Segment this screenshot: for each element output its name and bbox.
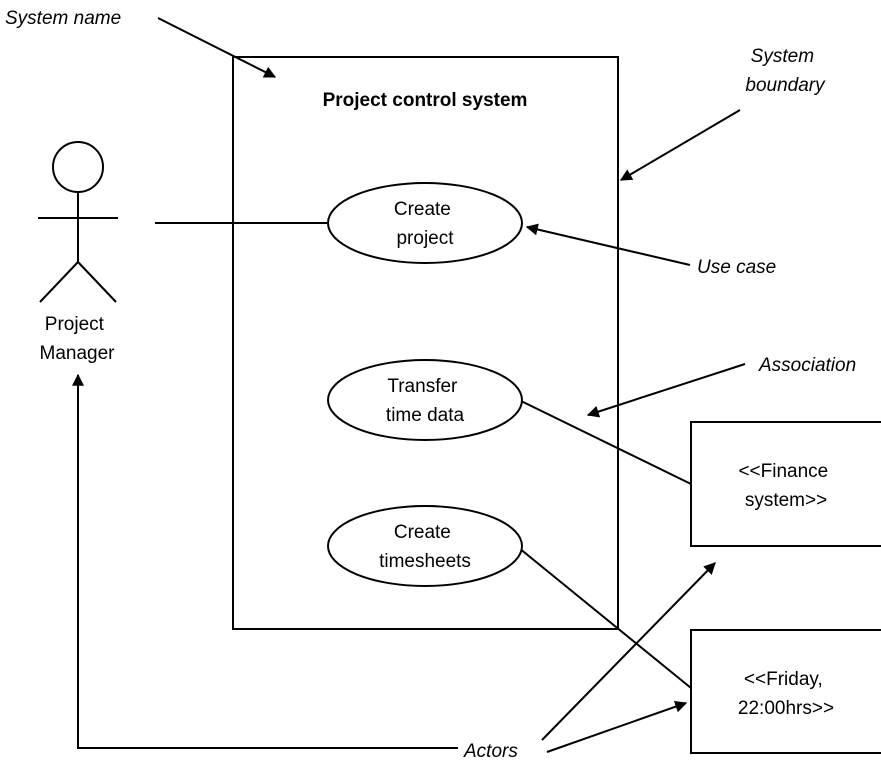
association-timesheets-friday [518, 547, 692, 689]
annotation-system-boundary: System boundary [745, 46, 826, 96]
annotation-actors: Actors [463, 741, 518, 762]
arrow-use-case [525, 223, 691, 266]
arrow-system-boundary [619, 109, 741, 181]
friday-actor-box [690, 629, 881, 754]
arrow-actors-to-manager [72, 373, 458, 749]
project-manager-actor [38, 141, 118, 303]
association-transfer-finance [518, 399, 692, 485]
use-case-transfer-time-data [327, 359, 523, 441]
project-manager-label: Project Manager [40, 314, 116, 364]
use-case-create-project [327, 182, 523, 264]
annotation-association: Association [758, 355, 856, 376]
finance-system-label: <<Finance system>> [738, 461, 833, 511]
actor-head [52, 141, 104, 193]
arrow-actors-to-friday [546, 700, 688, 753]
system-boundary [232, 56, 619, 630]
annotation-use-case: Use case [697, 257, 776, 278]
use-case-create-project-label: Create project [394, 199, 456, 249]
annotation-system-name: System name [5, 8, 121, 29]
friday-label: <<Friday, 22:00hrs>> [738, 669, 834, 719]
arrow-association [586, 363, 746, 418]
arrow-actors-to-finance [541, 562, 716, 741]
system-name-label: Project control system [323, 90, 528, 111]
finance-system-actor-box [690, 421, 881, 547]
use-case-create-timesheets-label: Create timesheets [379, 522, 471, 572]
arrow-system-name [157, 17, 277, 78]
use-case-transfer-time-data-label: Transfer time data [386, 376, 465, 426]
use-case-create-timesheets [327, 505, 523, 587]
